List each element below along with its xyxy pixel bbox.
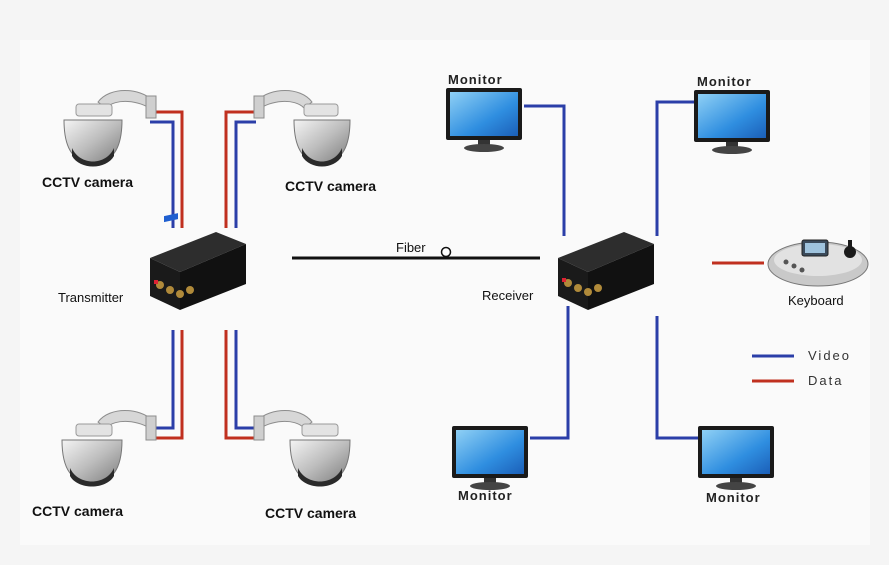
fiber-line <box>292 246 540 260</box>
wire-camera-bottom-right <box>224 330 256 440</box>
keyboard-label: Keyboard <box>788 293 844 308</box>
cctv-camera-icon <box>253 90 351 167</box>
monitor-label-top-left: Monitor <box>448 72 503 87</box>
monitor-label-bottom-right: Monitor <box>706 490 761 505</box>
transmitter-label: Transmitter <box>58 290 124 305</box>
camera-label-top-left: CCTV camera <box>42 174 134 190</box>
wire-monitor-top-right <box>655 100 694 236</box>
legend-data-label: Data <box>808 373 844 388</box>
wire-monitor-top-left <box>524 104 566 236</box>
monitor-icon <box>698 426 774 490</box>
wire-monitor-bottom-right <box>655 316 698 440</box>
cctv-camera-icon <box>253 410 351 487</box>
monitor-label-top-right: Monitor <box>697 74 752 89</box>
wire-camera-top-right <box>224 110 256 228</box>
keyboard-controller-icon <box>767 239 869 287</box>
fiber-label: Fiber <box>396 240 426 255</box>
transmitter-device-icon <box>150 213 246 310</box>
receiver-label: Receiver <box>482 288 534 303</box>
wire-camera-top-left <box>150 110 184 228</box>
wire-monitor-bottom-left <box>530 306 570 440</box>
receiver-device-icon <box>558 232 654 310</box>
monitor-label-bottom-left: Monitor <box>458 488 513 503</box>
wire-camera-bottom-left <box>150 330 184 440</box>
monitor-icon <box>446 88 522 152</box>
camera-label-bottom-left: CCTV camera <box>32 503 124 519</box>
camera-label-bottom-right: CCTV camera <box>265 505 357 521</box>
cctv-camera-icon <box>63 90 157 167</box>
monitor-icon <box>452 426 528 490</box>
cctv-camera-icon <box>61 410 157 487</box>
legend-video-label: Video <box>808 348 852 363</box>
camera-label-top-right: CCTV camera <box>285 178 377 194</box>
monitor-icon <box>694 90 770 154</box>
